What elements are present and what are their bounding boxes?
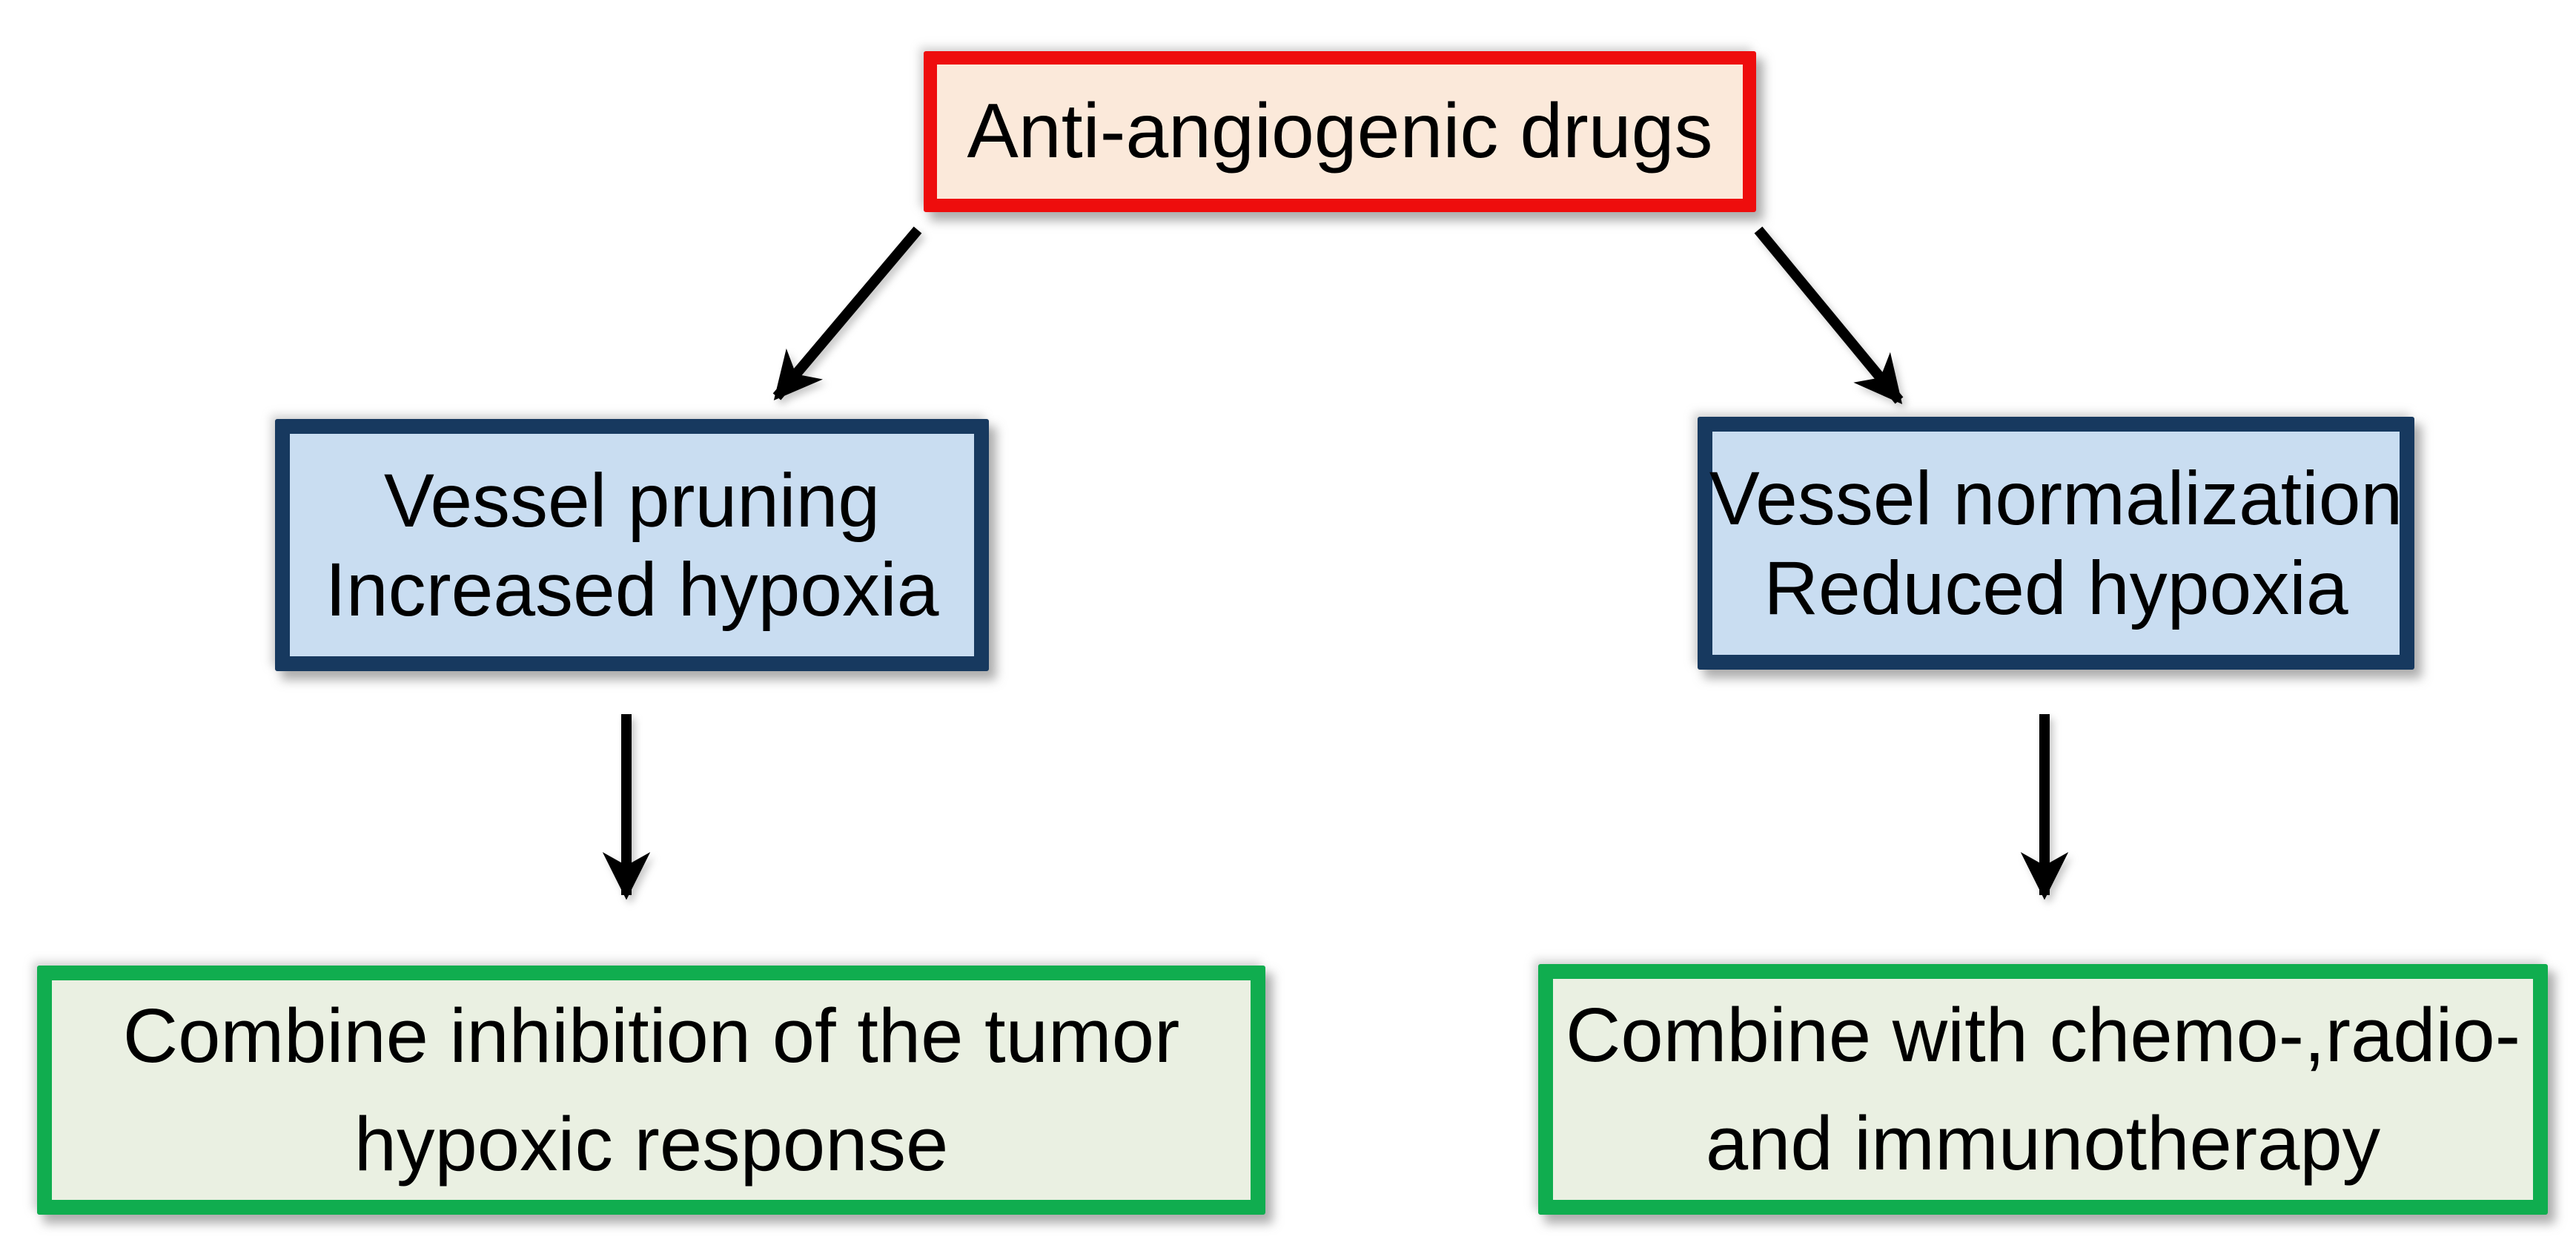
- node-combine-therapy: Combine with chemo-,radio- and immunothe…: [1538, 964, 2548, 1215]
- node-label-line: Increased hypoxia: [325, 547, 939, 632]
- node-label-line: Vessel normalization: [1709, 456, 2403, 541]
- node-label-line: Combine inhibition of the tumor: [122, 992, 1180, 1078]
- arrow-root-to-vessel-pruning: [772, 226, 922, 400]
- node-label: Anti-angiogenic drugs: [967, 88, 1713, 174]
- node-vessel-normalization: Vessel normalization Reduced hypoxia: [1698, 417, 2414, 670]
- node-label-line: Combine with chemo-,radio-: [1565, 991, 2520, 1078]
- node-vessel-pruning: Vessel pruning Increased hypoxia: [275, 419, 989, 671]
- arrow-root-to-vessel-normalization: [1754, 226, 1904, 404]
- node-label-line: Vessel pruning: [383, 458, 881, 543]
- node-label-line: hypoxic response: [354, 1101, 949, 1187]
- node-combine-hypoxic-response: Combine inhibition of the tumor hypoxic …: [37, 966, 1265, 1215]
- node-label-line: and immunotherapy: [1705, 1100, 2381, 1186]
- node-label-line: Reduced hypoxia: [1764, 545, 2348, 630]
- node-anti-angiogenic-drugs: Anti-angiogenic drugs: [924, 51, 1756, 212]
